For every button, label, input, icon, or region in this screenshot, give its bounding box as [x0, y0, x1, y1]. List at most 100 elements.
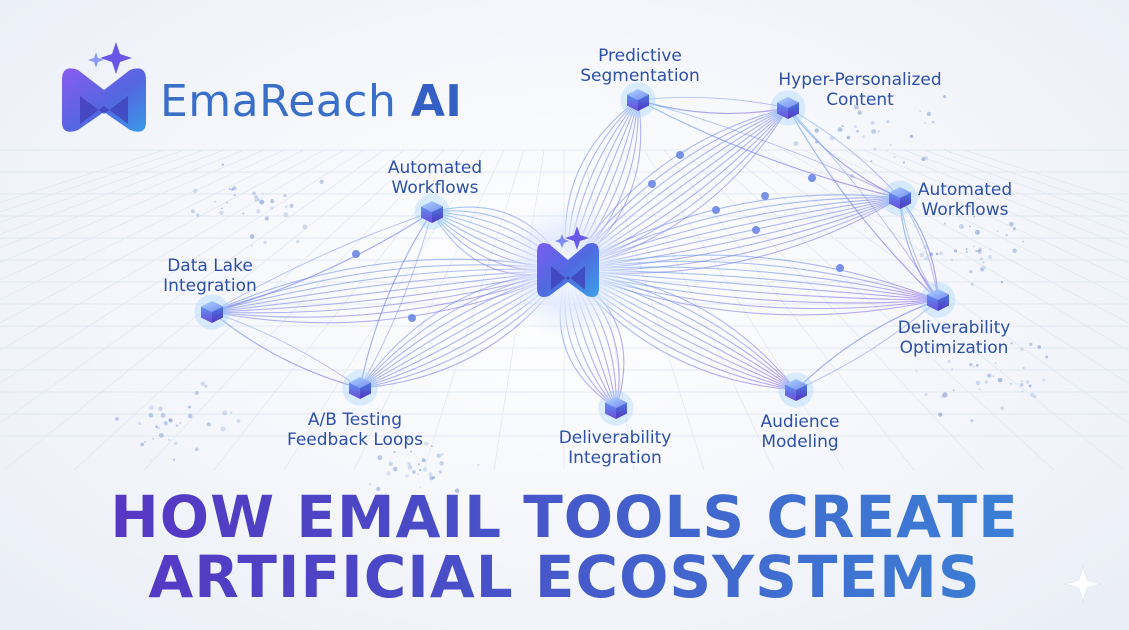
particle — [429, 476, 434, 481]
particle — [1022, 366, 1025, 370]
particle — [263, 240, 267, 244]
particle — [430, 445, 433, 448]
label-line: Automated — [387, 158, 483, 178]
particle — [168, 418, 172, 422]
particle — [200, 381, 205, 386]
particle — [909, 134, 914, 139]
particle — [942, 392, 948, 398]
particle — [935, 252, 939, 256]
node-cube-icon — [882, 180, 918, 216]
particle — [376, 486, 381, 492]
label-line: Feedback Loops — [287, 430, 423, 450]
cube-face-left — [201, 306, 212, 323]
cube-face-left — [777, 102, 788, 119]
cube-face-left — [927, 294, 938, 311]
particle — [221, 207, 223, 210]
particle — [270, 206, 274, 210]
particle — [454, 488, 460, 493]
edge-curve — [787, 107, 939, 301]
label-line: Integration — [568, 448, 662, 468]
particle — [974, 229, 980, 235]
particle — [148, 413, 154, 418]
particle — [155, 425, 159, 429]
particle — [377, 455, 383, 461]
cube-face-left — [605, 402, 616, 419]
particle — [931, 120, 935, 124]
particle — [856, 129, 860, 133]
edge-curve — [899, 197, 939, 301]
label-automated-workflows-left: Automated Workflows — [360, 158, 510, 198]
particle — [226, 201, 228, 204]
particle — [997, 377, 1003, 383]
particle — [1010, 382, 1013, 385]
emareach-logo-icon — [62, 42, 146, 132]
particle — [160, 413, 166, 418]
particle — [421, 458, 426, 463]
waypoint-dot — [808, 174, 816, 182]
particle — [412, 470, 416, 474]
particle — [422, 467, 428, 472]
particle — [319, 179, 324, 184]
particle — [188, 405, 191, 409]
particle — [394, 438, 397, 442]
particle — [1021, 390, 1024, 393]
particle — [970, 419, 974, 423]
particle — [950, 258, 954, 261]
particle — [944, 222, 946, 225]
particle — [854, 125, 857, 128]
particle — [951, 368, 954, 371]
particle — [149, 405, 154, 410]
label-line: Deliverability — [558, 428, 672, 448]
grid-line — [0, 149, 205, 223]
edge-curve — [211, 311, 362, 390]
particle — [256, 209, 261, 214]
particle — [975, 380, 981, 386]
particle — [853, 104, 859, 110]
particle — [1005, 234, 1008, 237]
particle — [221, 163, 225, 166]
particle — [938, 412, 943, 417]
particle — [264, 216, 269, 221]
label-line: Content — [826, 90, 894, 110]
grid-line — [0, 149, 245, 248]
grid-line — [883, 149, 1129, 249]
particle — [1000, 406, 1004, 410]
label-line: Workflows — [391, 178, 479, 198]
grid-line — [863, 149, 1129, 264]
particle — [405, 473, 409, 478]
label-line: Segmentation — [580, 66, 700, 86]
particle — [943, 95, 947, 99]
cube-face-right — [788, 102, 799, 119]
particle — [406, 438, 410, 441]
particle — [407, 465, 413, 470]
particle — [972, 365, 975, 368]
label-deliverability-integration: Deliverability Integration — [540, 428, 690, 468]
brand-name: EmaReach — [160, 76, 397, 127]
waypoint-dot — [712, 206, 720, 214]
particle — [1025, 380, 1030, 384]
particle — [259, 199, 265, 205]
particle — [1009, 221, 1014, 227]
cube-face-right — [900, 192, 911, 209]
particle — [270, 199, 275, 204]
particle — [1022, 240, 1025, 243]
particle — [1012, 248, 1017, 253]
particle — [978, 249, 981, 252]
particle — [1028, 384, 1032, 388]
grid-line — [0, 149, 225, 235]
edge-curve — [787, 107, 901, 199]
particle — [814, 128, 819, 133]
particle — [873, 102, 877, 105]
particle — [439, 461, 444, 466]
grid-line — [943, 149, 1129, 213]
node-cube-icon — [342, 370, 378, 406]
particle — [979, 267, 984, 272]
grid-line — [603, 149, 705, 471]
edge-curve — [795, 299, 939, 391]
particle — [939, 251, 943, 256]
particle — [179, 421, 182, 424]
label-line: Hyper-Personalized — [778, 70, 942, 90]
node-cube-icon — [414, 194, 450, 230]
particle — [970, 282, 974, 286]
edge-curve — [899, 197, 939, 301]
